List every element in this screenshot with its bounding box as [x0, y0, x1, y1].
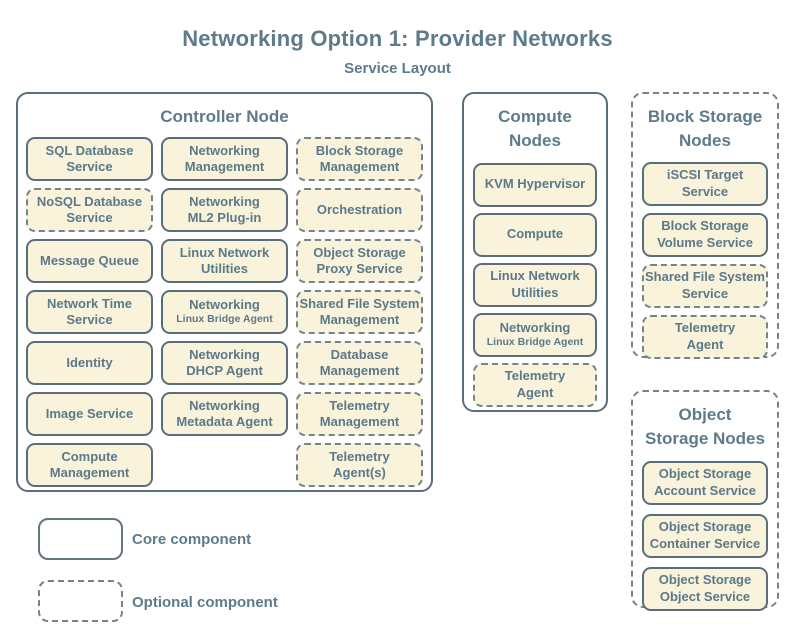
- service-label: Networking: [189, 297, 260, 313]
- box-compute: Compute: [473, 212, 597, 257]
- page-title: Networking Option 1: Provider Networks: [182, 26, 613, 51]
- service-label: Object Storage Proxy Service: [313, 244, 406, 276]
- object-storage-nodes-heading: Object Storage Nodes: [645, 405, 765, 448]
- box-networking-dhcp-agent: Networking DHCP Agent: [161, 340, 288, 385]
- box-object-storage-object-service: Object Storage Object Service: [642, 566, 768, 611]
- service-label: Object Storage Container Service: [649, 519, 761, 551]
- box-database-management: Database Management: [296, 340, 423, 385]
- box-networking-ml2-plugin: Networking ML2 Plug-in: [161, 187, 288, 232]
- box-block-storage-volume-service: Block Storage Volume Service: [642, 212, 768, 257]
- controller-node-heading: Controller Node: [160, 107, 289, 126]
- box-nosql-database-service: NoSQL Database Service: [26, 187, 153, 232]
- controller-node-container: Controller Node SQL Database Service Net…: [16, 92, 433, 492]
- compute-services-stack: KVM Hypervisor Compute Linux Network Uti…: [464, 162, 606, 407]
- service-label: Telemetry Agent: [674, 320, 736, 352]
- service-label: Networking DHCP Agent: [186, 346, 263, 378]
- service-label: Message Queue: [40, 252, 139, 268]
- object-storage-nodes-container: Object Storage Nodes Object Storage Acco…: [631, 390, 779, 611]
- box-linux-network-utilities: Linux Network Utilities: [161, 238, 288, 283]
- box-orchestration: Orchestration: [296, 187, 423, 232]
- box-telemetry-agent-compute: Telemetry Agent: [473, 362, 597, 407]
- object-storage-services-stack: Object Storage Account Service Object St…: [633, 460, 777, 611]
- box-image-service: Image Service: [26, 391, 153, 436]
- service-label: Orchestration: [316, 201, 403, 217]
- box-telemetry-agent-block-storage: Telemetry Agent: [642, 314, 768, 359]
- service-sublabel: Linux Bridge Agent: [486, 336, 584, 349]
- block-storage-nodes-heading: Block Storage Nodes: [647, 107, 763, 150]
- legend-core-swatch: [38, 518, 123, 560]
- controller-services-grid: SQL Database Service Networking Manageme…: [26, 136, 423, 487]
- box-linux-network-utilities-compute: Linux Network Utilities: [473, 262, 597, 307]
- service-label: Database Management: [319, 346, 400, 378]
- compute-nodes-heading: Compute Nodes: [498, 107, 572, 150]
- block-storage-nodes-container: Block Storage Nodes iSCSI Target Service…: [631, 92, 779, 359]
- service-label: Object Storage Account Service: [654, 466, 756, 498]
- service-label: Image Service: [45, 405, 134, 421]
- box-sql-database-service: SQL Database Service: [26, 136, 153, 181]
- box-kvm-hypervisor: KVM Hypervisor: [473, 162, 597, 207]
- service-label: Object Storage Object Service: [658, 572, 752, 604]
- legend-core-label: Core component: [132, 531, 252, 548]
- service-label: Compute Management: [49, 448, 130, 480]
- service-label: Telemetry Agent(s): [329, 448, 390, 480]
- service-label: iSCSI Target Service: [666, 167, 744, 199]
- service-label: Networking Management: [184, 142, 265, 174]
- service-label: Network Time Service: [46, 295, 132, 327]
- service-label: Networking ML2 Plug-in: [187, 193, 262, 225]
- service-label: Block Storage Volume Service: [657, 218, 753, 250]
- legend-optional-swatch: [38, 580, 123, 622]
- box-shared-file-system-management: Shared File System Management: [296, 289, 423, 334]
- service-sublabel: Linux Bridge Agent: [176, 313, 273, 326]
- box-networking-management: Networking Management: [161, 136, 288, 181]
- service-label: Telemetry Agent: [504, 368, 566, 400]
- box-object-storage-account-service: Object Storage Account Service: [642, 460, 768, 505]
- box-identity: Identity: [26, 340, 153, 385]
- box-iscsi-target-service: iSCSI Target Service: [642, 161, 768, 206]
- service-label: Block Storage Management: [315, 142, 404, 174]
- service-label: Linux Network Utilities: [490, 268, 580, 300]
- service-label: Telemetry Management: [319, 397, 400, 429]
- compute-nodes-container: Compute Nodes KVM Hypervisor Compute Lin…: [462, 92, 608, 412]
- box-compute-management: Compute Management: [26, 442, 153, 487]
- block-storage-services-stack: iSCSI Target Service Block Storage Volum…: [633, 161, 777, 359]
- box-networking-metadata-agent: Networking Metadata Agent: [161, 391, 288, 436]
- service-label: Identity: [66, 354, 113, 370]
- box-block-storage-management: Block Storage Management: [296, 136, 423, 181]
- box-message-queue: Message Queue: [26, 238, 153, 283]
- box-network-time-service: Network Time Service: [26, 289, 153, 334]
- service-label: SQL Database Service: [45, 142, 134, 174]
- legend-optional-label: Optional component: [132, 594, 278, 611]
- page-subtitle: Service Layout: [344, 60, 451, 77]
- service-label: Networking Metadata Agent: [176, 397, 273, 429]
- service-label: Linux Network Utilities: [179, 244, 270, 276]
- service-label: Compute: [506, 226, 564, 242]
- box-telemetry-management: Telemetry Management: [296, 391, 423, 436]
- box-shared-file-system-service: Shared File System Service: [642, 263, 768, 308]
- box-telemetry-agents: Telemetry Agent(s): [296, 442, 423, 487]
- service-label: Shared File System Service: [645, 269, 765, 301]
- box-object-storage-container-service: Object Storage Container Service: [642, 513, 768, 558]
- service-label: NoSQL Database Service: [36, 193, 143, 225]
- service-label: KVM Hypervisor: [484, 176, 586, 192]
- service-label: Shared File System Management: [299, 295, 420, 327]
- service-label: Networking: [499, 319, 571, 335]
- box-object-storage-proxy-service: Object Storage Proxy Service: [296, 238, 423, 283]
